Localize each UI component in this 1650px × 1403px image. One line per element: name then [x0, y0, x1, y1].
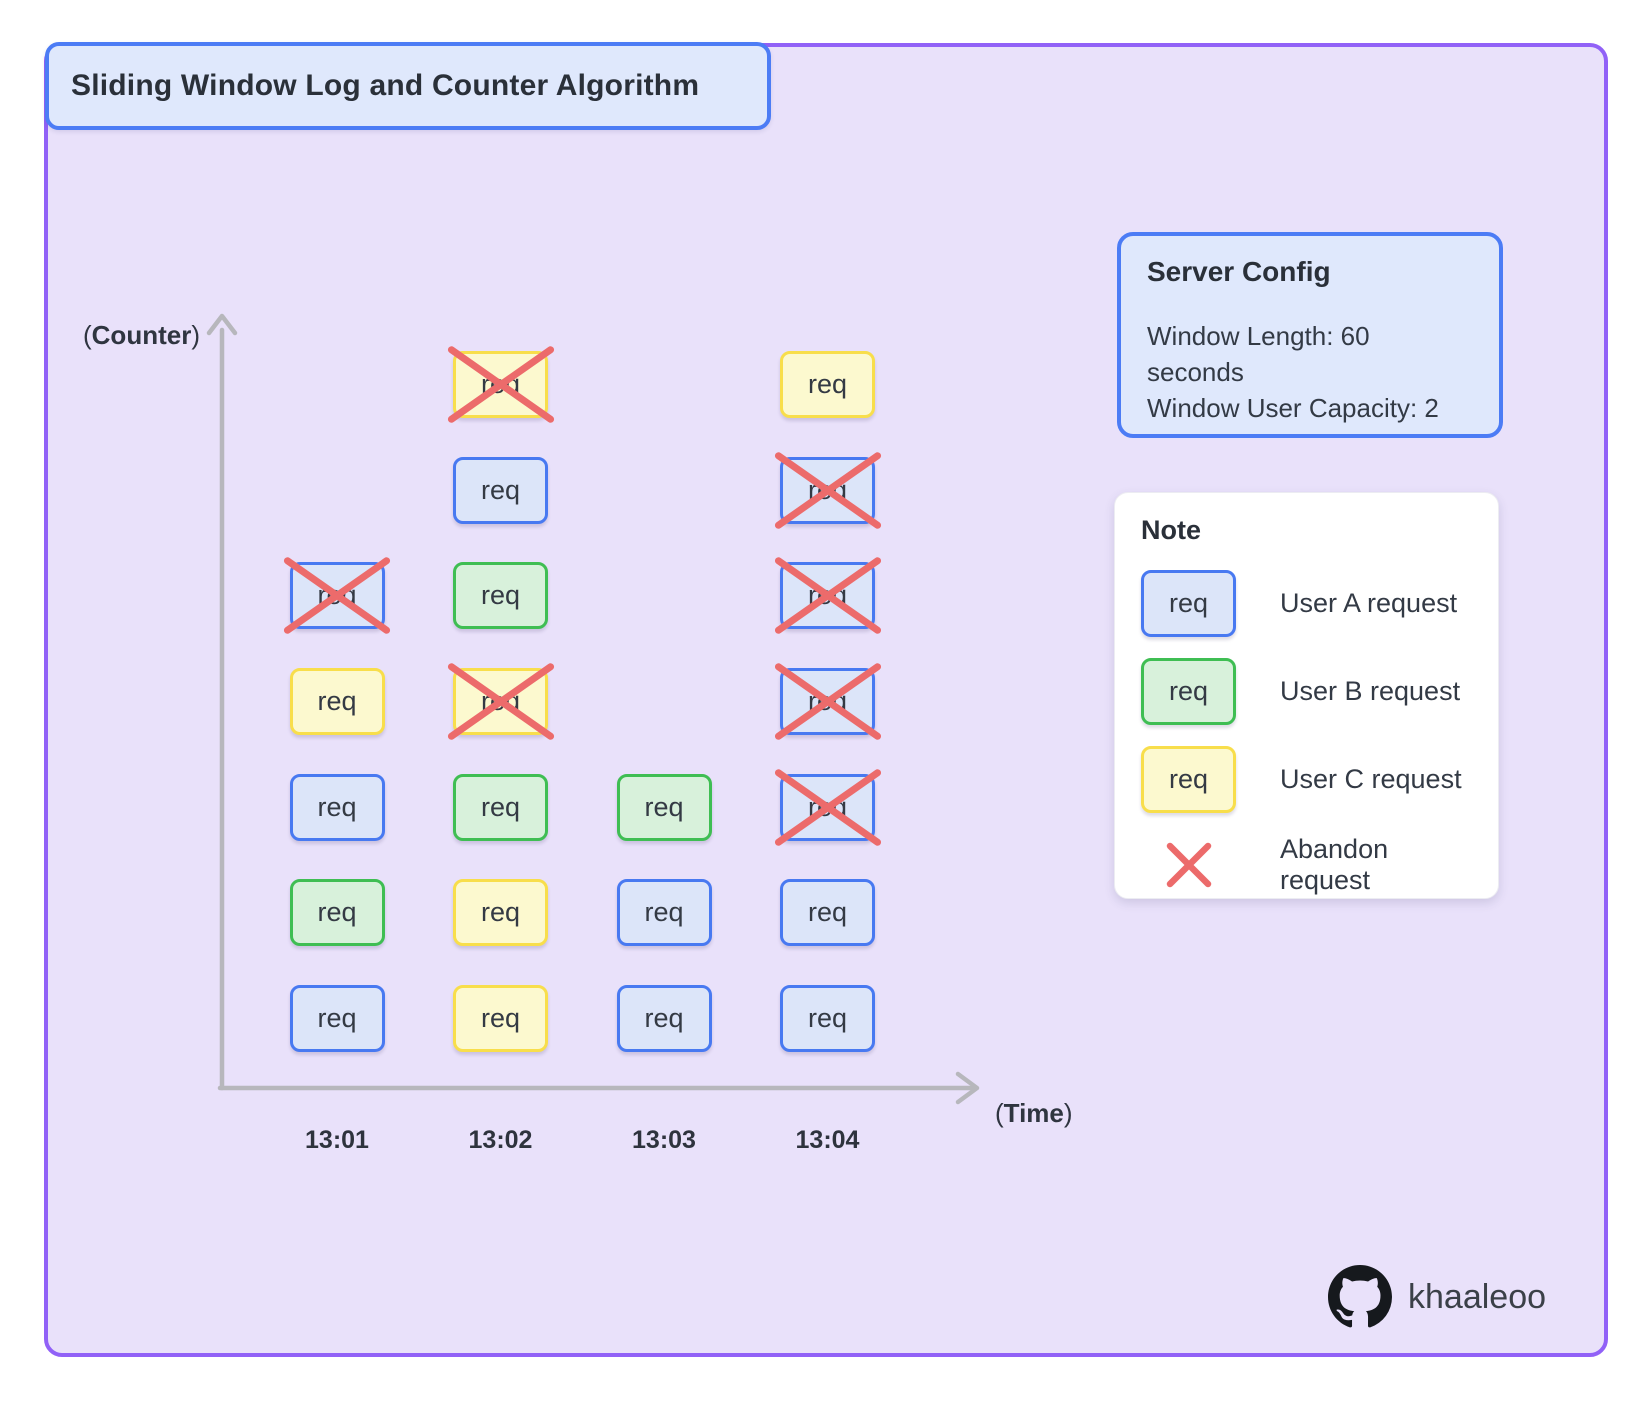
- legend-label-user-a: User A request: [1280, 588, 1458, 618]
- request-box-abandoned: req: [780, 668, 875, 735]
- x-tick-label: 13:04: [795, 1126, 860, 1154]
- request-box: req: [453, 457, 548, 524]
- legend-row-user-b: req User B request: [1141, 658, 1472, 725]
- x-axis-label: (Time): [995, 1098, 1073, 1128]
- request-box-label: req: [644, 1003, 684, 1033]
- legend-label-user-c-chip: req: [1168, 764, 1209, 794]
- github-icon: [1328, 1265, 1392, 1328]
- request-box-label: req: [480, 686, 521, 716]
- request-box-label: req: [807, 475, 848, 505]
- request-box-label: req: [1168, 676, 1209, 706]
- legend-label-user-b: User B request: [1280, 676, 1461, 706]
- footer-credit: khaaleoo: [1328, 1265, 1546, 1329]
- request-box-abandoned: req: [780, 457, 875, 524]
- request-box: req: [453, 562, 548, 629]
- page-title: Sliding Window Log and Counter Algorithm: [71, 69, 700, 102]
- request-box-abandoned: req: [780, 562, 875, 629]
- request-box-label: req: [644, 792, 684, 822]
- request-box-label: req: [317, 1003, 357, 1033]
- title-box: Sliding Window Log and Counter Algorithm: [45, 42, 771, 130]
- legend-label-user-c: User C request: [1280, 764, 1462, 794]
- request-box: req: [453, 985, 548, 1052]
- request-box-label: req: [807, 792, 848, 822]
- request-box-label: req: [317, 897, 357, 927]
- request-box-label: req: [317, 792, 357, 822]
- request-box-label: req: [480, 897, 521, 927]
- legend-label-abandon: Abandon request: [1280, 834, 1389, 895]
- server-config-panel: Server Config Window Length: 60 seconds …: [1117, 232, 1503, 438]
- request-box-label: req: [480, 1003, 521, 1033]
- user-c-request-chip: req: [1141, 746, 1236, 813]
- request-box: req: [780, 879, 875, 946]
- request-box: req: [289, 774, 385, 841]
- request-box: req: [616, 879, 712, 946]
- user-b-request-chip: req: [1141, 658, 1236, 725]
- request-box: req: [780, 985, 875, 1052]
- request-box: req: [780, 351, 875, 418]
- request-box: req: [453, 879, 548, 946]
- request-box-abandoned: req: [453, 668, 548, 735]
- request-box-label: req: [480, 369, 521, 399]
- request-box-abandoned: req: [780, 774, 875, 841]
- request-box: req: [616, 774, 712, 841]
- request-box: req: [616, 985, 712, 1052]
- x-tick-label: 13:01: [305, 1126, 369, 1154]
- x-tick-label: 13:02: [468, 1126, 533, 1154]
- legend-row-abandon: Abandon request: [1141, 834, 1472, 896]
- y-axis-label: (Counter): [82, 320, 200, 350]
- request-box-label: req: [807, 897, 848, 927]
- server-config-heading: Server Config: [1147, 256, 1331, 287]
- request-box: req: [289, 985, 385, 1052]
- request-box-label: req: [807, 686, 848, 716]
- request-box-label: req: [644, 897, 684, 927]
- request-box: req: [289, 879, 385, 946]
- request-box-label: req: [480, 792, 521, 822]
- request-box-label: req: [807, 580, 848, 610]
- request-box-label: req: [1168, 588, 1209, 618]
- request-box-label: req: [807, 369, 848, 399]
- footer-username: khaaleoo: [1408, 1277, 1547, 1316]
- user-a-request-chip: req: [1141, 570, 1236, 637]
- request-box-abandoned: req: [289, 562, 385, 629]
- abandon-x-icon: [1166, 842, 1211, 888]
- window-length-text: Window Length: 60 seconds: [1147, 321, 1370, 387]
- request-box-abandoned: req: [453, 351, 548, 418]
- window-capacity-text: Window User Capacity: 2: [1147, 393, 1439, 423]
- request-box-label: req: [317, 686, 357, 716]
- legend-row-user-c: req User C request: [1141, 746, 1472, 813]
- legend-row-user-a: req User A request: [1141, 570, 1472, 637]
- request-box-label: req: [317, 580, 357, 610]
- request-box: req: [289, 668, 385, 735]
- request-box-label: req: [480, 580, 521, 610]
- note-panel: Note req User A request req User B reque…: [1114, 492, 1499, 899]
- x-tick-label: 13:03: [632, 1126, 696, 1154]
- request-box-label: req: [480, 475, 521, 505]
- request-box: req: [453, 774, 548, 841]
- request-box-label: req: [807, 1003, 848, 1033]
- note-heading: Note: [1141, 515, 1201, 545]
